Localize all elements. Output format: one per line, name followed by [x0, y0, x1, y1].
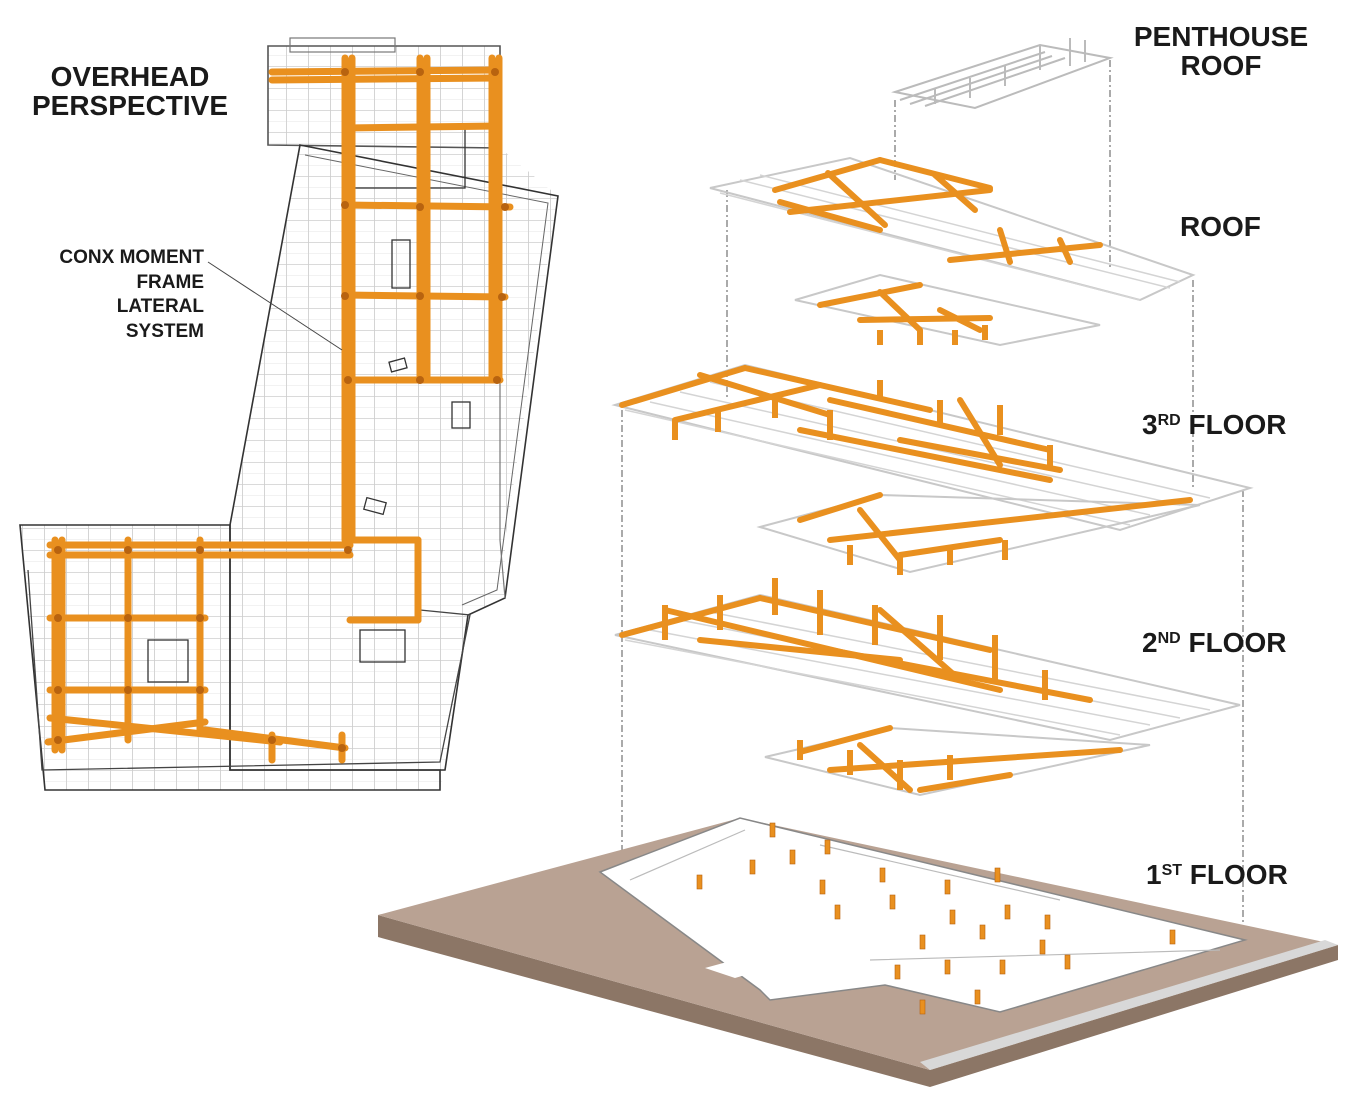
conx-line-1: CONX MOMENT	[59, 247, 204, 268]
grade-cutout	[705, 942, 830, 978]
second-floor-word: FLOOR	[1180, 627, 1287, 658]
roof-level	[709, 156, 1196, 347]
frame-nodes	[54, 68, 509, 752]
third-floor-level	[611, 363, 1254, 575]
third-floor-word: FLOOR	[1180, 409, 1287, 440]
first-floor-label: 1ST FLOOR	[1146, 860, 1288, 889]
penthouse-roof-label: PENTHOUSE ROOF	[1118, 22, 1324, 81]
second-floor-suffix: ND	[1157, 630, 1181, 647]
moment-frame-tower	[268, 54, 514, 624]
conx-line-3: LATERAL	[116, 296, 204, 318]
base-outline	[19, 524, 441, 791]
overhead-title-line-2: PERSPECTIVE	[31, 90, 229, 122]
third-floor-label: 3RD FLOOR	[1142, 410, 1286, 439]
penthouse-line-2: ROOF	[1180, 50, 1262, 82]
conx-line-2: FRAME	[136, 271, 204, 293]
conx-leader-line	[207, 261, 343, 351]
second-floor-number: 2	[1142, 627, 1158, 658]
overhead-plan	[19, 37, 559, 791]
conx-moment-frame-label: CONX MOMENT FRAME LATERAL SYSTEM	[20, 246, 204, 345]
conx-line-4: SYSTEM	[125, 321, 204, 343]
slab-side	[378, 915, 1338, 1087]
base-inner-outline	[27, 569, 471, 771]
overhead-perspective-title: OVERHEAD PERSPECTIVE	[20, 62, 240, 121]
third-floor-suffix: RD	[1157, 412, 1181, 429]
first-floor-suffix: ST	[1161, 862, 1183, 879]
pavement-strip	[920, 940, 1338, 1070]
first-floor-level	[378, 817, 1338, 1087]
first-floor-word: FLOOR	[1182, 859, 1288, 890]
exploded-axonometric	[378, 38, 1338, 1087]
alignment-dashes	[621, 60, 1244, 940]
overhead-title-line-1: OVERHEAD	[50, 61, 210, 92]
third-floor-number: 3	[1142, 409, 1158, 440]
roof-label: ROOF	[1180, 211, 1261, 242]
second-floor-level	[614, 578, 1241, 797]
penthouse-roof-level	[891, 38, 1114, 110]
second-floor-label: 2ND FLOOR	[1142, 628, 1286, 657]
first-floor-number: 1	[1146, 859, 1162, 890]
penthouse-line-1: PENTHOUSE	[1133, 21, 1309, 52]
